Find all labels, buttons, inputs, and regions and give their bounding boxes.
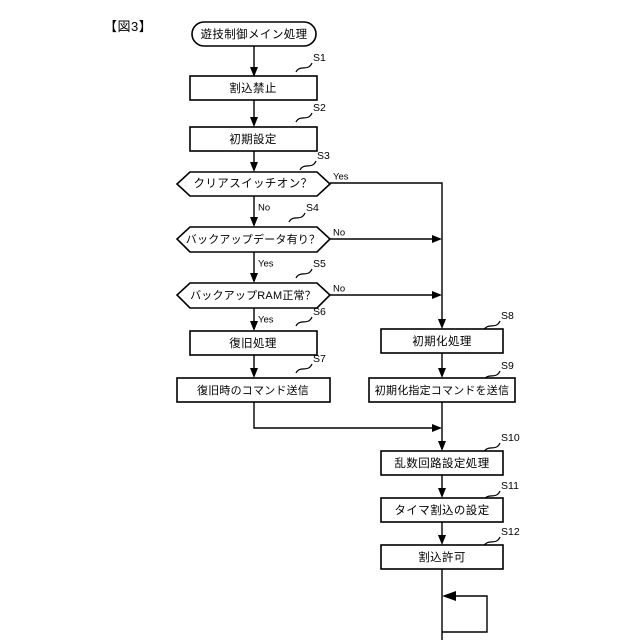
connector-s11-to-s12 <box>438 522 446 545</box>
node-s11-label: タイマ割込の設定 <box>394 503 489 517</box>
branch-label-s3-no: No <box>258 203 270 214</box>
step-label-s1: S1 <box>313 52 326 64</box>
step-label-s9: S9 <box>501 360 514 372</box>
node-s9[interactable]: 初期化指定コマンドを送信 <box>368 377 516 403</box>
node-s1-label: 割込禁止 <box>229 81 277 95</box>
node-s10-label: 乱数回路設定処理 <box>394 456 489 470</box>
step-label-s11: S11 <box>501 480 519 492</box>
figure-title: 【図3】 <box>104 19 153 34</box>
node-s3-label: クリアスイッチオン？ <box>194 177 313 190</box>
node-s5[interactable]: バックアップRAM正常？ <box>175 282 332 309</box>
loop-back-path <box>442 591 488 633</box>
connector-s1-to-s2 <box>250 100 258 127</box>
step-label-s2: S2 <box>313 102 326 114</box>
node-start-label: 遊技制御メイン処理 <box>200 27 307 41</box>
node-s7-label: 復旧時のコマンド送信 <box>197 383 309 397</box>
step-label-s3: S3 <box>317 150 330 162</box>
connector-s7-to-merge <box>253 402 442 432</box>
step-label-s7: S7 <box>313 353 326 365</box>
branch-label-s5-no: No <box>333 284 345 295</box>
connector-s4-yes-to-s5 <box>250 252 258 283</box>
node-s11[interactable]: タイマ割込の設定 <box>380 497 504 523</box>
connector-s5-yes-to-s6 <box>250 308 258 331</box>
connector-s4-no-to-rail <box>330 235 442 243</box>
node-s6[interactable]: 復旧処理 <box>189 330 318 356</box>
node-s8[interactable]: 初期化処理 <box>380 328 504 354</box>
connector-s10-to-s11 <box>438 475 446 498</box>
node-s12-label: 割込許可 <box>418 550 466 564</box>
node-s3[interactable]: クリアスイッチオン？ <box>175 171 332 197</box>
node-s2[interactable]: 初期設定 <box>189 126 318 152</box>
step-label-s10: S10 <box>501 432 520 444</box>
connector-start-to-s1 <box>250 46 258 77</box>
node-s8-label: 初期化処理 <box>412 334 472 348</box>
connector-s9-to-s10 <box>438 402 446 451</box>
connector-s8-to-s9 <box>438 352 446 378</box>
node-s2-label: 初期設定 <box>229 132 277 146</box>
node-s4-label: バックアップデータ有り？ <box>186 232 320 246</box>
node-s4[interactable]: バックアップデータ有り？ <box>175 226 332 253</box>
step-label-s4: S4 <box>306 202 319 214</box>
step-label-s8: S8 <box>501 310 514 322</box>
node-start[interactable]: 遊技制御メイン処理 <box>191 21 317 47</box>
branch-label-s5-yes: Yes <box>258 315 274 326</box>
step-label-s5: S5 <box>313 258 326 270</box>
connector-s5-no-to-rail <box>330 291 442 299</box>
branch-label-s4-yes: Yes <box>258 259 274 270</box>
node-s6-label: 復旧処理 <box>229 336 277 350</box>
node-s5-label: バックアップRAM正常？ <box>190 289 316 302</box>
step-label-s12: S12 <box>501 526 520 538</box>
connector-s3-no-to-s4 <box>250 196 258 227</box>
branch-label-s4-no: No <box>333 228 345 239</box>
connector-s6-to-s7 <box>250 355 258 378</box>
node-s9-label: 初期化指定コマンドを送信 <box>375 383 509 397</box>
step-label-s6: S6 <box>313 306 326 318</box>
connector-s2-to-s3 <box>250 151 258 172</box>
branch-label-s3-yes: Yes <box>333 172 349 183</box>
node-s12[interactable]: 割込許可 <box>380 544 504 570</box>
node-s1[interactable]: 割込禁止 <box>189 75 318 101</box>
connector-s3-yes-to-rail <box>330 182 446 329</box>
node-s10[interactable]: 乱数回路設定処理 <box>380 450 504 476</box>
node-s7[interactable]: 復旧時のコマンド送信 <box>176 377 331 403</box>
